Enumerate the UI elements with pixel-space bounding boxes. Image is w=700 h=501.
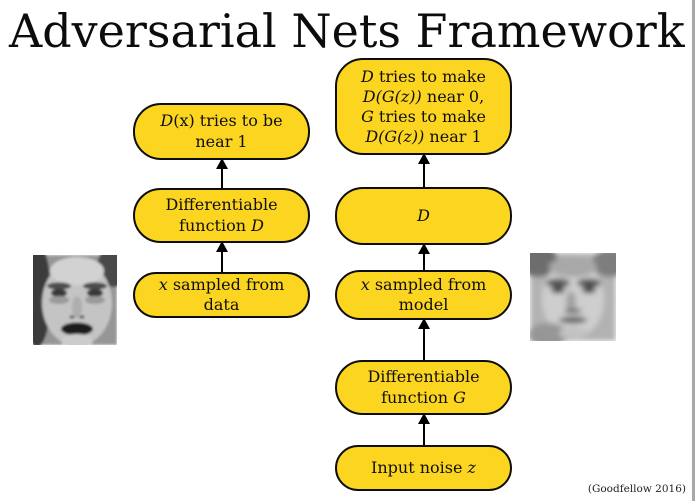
arrowhead-icon — [418, 153, 430, 164]
node-label: Input noise z — [371, 457, 476, 477]
left-face-image — [23, 243, 129, 348]
arrowhead-icon — [216, 158, 228, 169]
arrowhead-icon — [418, 413, 430, 424]
right-face-svg — [518, 245, 628, 347]
up-arrow — [215, 241, 229, 274]
arrow-stem — [422, 424, 426, 447]
arrow-stem — [422, 329, 426, 362]
arrow-stem — [422, 164, 426, 189]
node-d: D — [335, 187, 512, 245]
arrow-stem — [422, 254, 426, 272]
up-arrow — [417, 153, 431, 189]
window-edge-divider — [692, 0, 695, 501]
up-arrow — [417, 243, 431, 272]
attribution-text: (Goodfellow 2016) — [587, 483, 686, 495]
left-face-svg — [23, 243, 129, 348]
node-label: D — [417, 205, 430, 225]
slide-title: Adversarial Nets Framework — [9, 4, 685, 58]
right-face-image — [518, 245, 628, 347]
arrowhead-icon — [216, 241, 228, 252]
arrowhead-icon — [418, 318, 430, 329]
arrow-stem — [220, 169, 224, 190]
arrow-stem — [220, 252, 224, 274]
up-arrow — [417, 413, 431, 447]
up-arrow — [215, 158, 229, 190]
arrowhead-icon — [418, 243, 430, 254]
up-arrow — [417, 318, 431, 362]
node-input-noise-z: Input noise z — [335, 445, 512, 491]
